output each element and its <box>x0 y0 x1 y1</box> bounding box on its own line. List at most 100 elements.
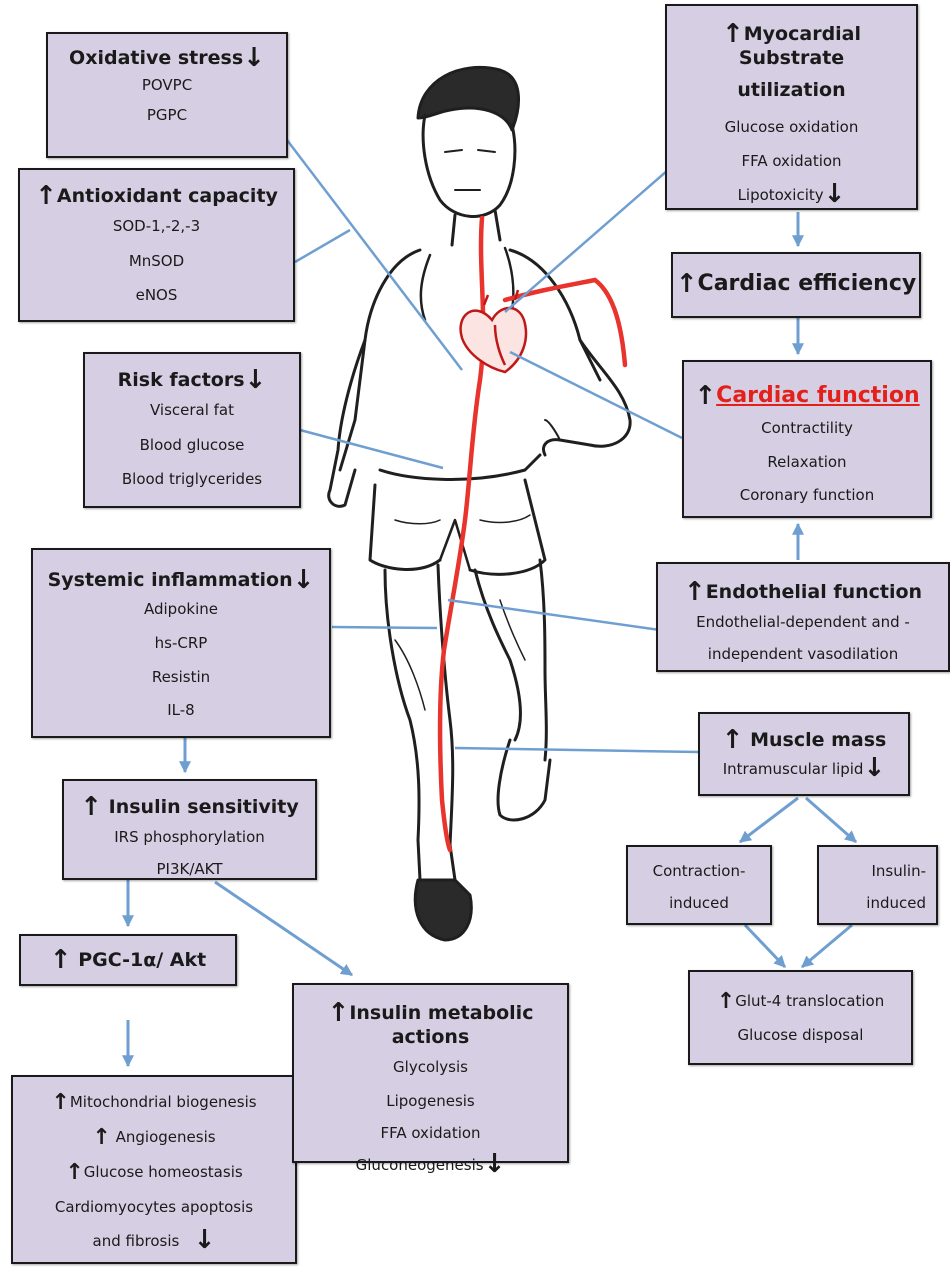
endothelial-line-2: independent vasodilation <box>658 640 948 668</box>
up-arrow-icon: ↑ <box>717 989 735 1014</box>
glucose-homeostasis-label: Glucose homeostasis <box>84 1163 243 1181</box>
insulin-induced-box: Insulin- induced <box>817 845 938 925</box>
systemic-inflammation-box: Systemic inflammation↓ Adipokine hs-CRP … <box>31 548 331 738</box>
contraction-induced-box: Contraction- induced <box>626 845 772 925</box>
antioxidant-label: Antioxidant capacity <box>57 185 278 207</box>
myocardial-item-ffa-oxidation: FFA oxidation <box>667 144 916 178</box>
down-arrow-icon: ↓ <box>245 365 267 395</box>
down-arrow-icon: ↓ <box>293 565 315 595</box>
endothelial-label: Endothelial function <box>706 581 922 603</box>
inflammation-item-adipokine: Adipokine <box>33 592 329 626</box>
inflammation-item-il8: IL-8 <box>33 694 329 726</box>
cardiac-function-box: ↑Cardiac function Contractility Relaxati… <box>682 360 932 518</box>
up-arrow-icon: ↑ <box>684 577 706 607</box>
endothelial-line-1: Endothelial-dependent and - <box>658 604 948 640</box>
insulin-sensitivity-box: ↑ Insulin sensitivity IRS phosphorylatio… <box>62 779 317 880</box>
mitochondrial-line-4: Cardiomyocytes apoptosis <box>13 1190 295 1224</box>
mitochondrial-biogenesis-label: Mitochondrial biogenesis <box>70 1093 257 1111</box>
cardiac-function-label: Cardiac function <box>716 383 919 408</box>
up-arrow-icon: ↑ <box>722 19 744 49</box>
risk-item-blood-triglycerides: Blood triglycerides <box>85 462 299 496</box>
metabolic-item-ffa-oxidation: FFA oxidation <box>294 1117 567 1149</box>
pgc-title: ↑ PGC-1α/ Akt <box>21 948 235 972</box>
insulin-induced-line-1: Insulin- <box>819 855 936 887</box>
antioxidant-item-sod: SOD-1,-2,-3 <box>20 208 293 244</box>
contraction-line-2: induced <box>628 887 770 919</box>
up-arrow-icon: ↑ <box>51 1090 69 1115</box>
oxidative-stress-title: Oxidative stress↓ <box>48 46 286 70</box>
antioxidant-item-enos: eNOS <box>20 278 293 312</box>
oxidative-item-pgpc: PGPC <box>48 100 286 130</box>
myocardial-title-2: utilization <box>667 70 916 110</box>
metabolic-item-lipogenesis: Lipogenesis <box>294 1085 567 1117</box>
insulin-metabolic-label: Insulin metabolic actions <box>349 1002 533 1048</box>
cardiac-item-relaxation: Relaxation <box>684 446 930 478</box>
down-arrow-icon: ↓ <box>194 1225 216 1255</box>
systemic-inflammation-title: Systemic inflammation↓ <box>33 568 329 592</box>
up-arrow-icon: ↑ <box>80 792 102 822</box>
up-arrow-icon: ↑ <box>722 725 744 755</box>
insulin-metabolic-box: ↑Insulin metabolic actions Glycolysis Li… <box>292 983 569 1163</box>
oxidative-item-povpc: POVPC <box>48 70 286 100</box>
risk-item-blood-glucose: Blood glucose <box>85 428 299 462</box>
myocardial-item-lipotoxicity: Lipotoxicity↓ <box>667 178 916 212</box>
pgc-box: ↑ PGC-1α/ Akt <box>19 934 237 986</box>
mitochondrial-line-2: ↑ Angiogenesis <box>13 1120 295 1155</box>
up-arrow-icon: ↑ <box>92 1125 110 1150</box>
down-arrow-icon: ↓ <box>484 1149 506 1179</box>
risk-factors-box: Risk factors↓ Visceral fat Blood glucose… <box>83 352 301 508</box>
insulin-item-pi3k: PI3K/AKT <box>64 855 315 883</box>
muscle-mass-title: ↑ Muscle mass <box>700 728 908 752</box>
muscle-mass-label: Muscle mass <box>750 729 886 751</box>
glut4-line-2: Glucose disposal <box>690 1019 911 1051</box>
insulin-metabolic-title: ↑Insulin metabolic actions <box>294 1001 567 1049</box>
glut4-translocation-label: Glut-4 translocation <box>735 992 884 1010</box>
muscle-mass-box: ↑ Muscle mass Intramuscular lipid↓ <box>698 712 910 796</box>
myocardial-substrate-box: ↑Myocardial Substrate utilization Glucos… <box>665 4 918 210</box>
antioxidant-item-mnsod: MnSOD <box>20 244 293 278</box>
mitochondrial-box: ↑Mitochondrial biogenesis ↑ Angiogenesis… <box>11 1075 297 1264</box>
up-arrow-icon: ↑ <box>676 269 698 299</box>
myocardial-title-1: ↑Myocardial Substrate <box>667 22 916 70</box>
down-arrow-icon: ↓ <box>863 753 885 783</box>
glut4-line-1: ↑Glut-4 translocation <box>690 984 911 1019</box>
insulin-induced-line-2: induced <box>819 887 936 919</box>
intramuscular-lipid-label: Intramuscular lipid <box>723 760 864 778</box>
insulin-item-irs: IRS phosphorylation <box>64 819 315 855</box>
systemic-inflammation-label: Systemic inflammation <box>48 569 293 591</box>
gluconeogenesis-label: Gluconeogenesis <box>356 1156 484 1174</box>
down-arrow-icon: ↓ <box>243 43 265 73</box>
up-arrow-icon: ↑ <box>50 945 72 975</box>
up-arrow-icon: ↑ <box>65 1160 83 1185</box>
cardiac-efficiency-box: ↑Cardiac efficiency <box>671 252 921 318</box>
mitochondrial-line-5: and fibrosis ↓ <box>13 1224 295 1258</box>
endothelial-title: ↑Endothelial function <box>658 580 948 604</box>
myocardial-item-glucose-oxidation: Glucose oxidation <box>667 110 916 144</box>
cardiac-item-contractility: Contractility <box>684 410 930 446</box>
cardiac-function-title: ↑Cardiac function <box>684 382 930 410</box>
metabolic-item-gluconeogenesis: Gluconeogenesis↓ <box>294 1149 567 1181</box>
pgc-label: PGC-1α/ Akt <box>78 949 206 971</box>
inflammation-item-resistin: Resistin <box>33 660 329 694</box>
mitochondrial-line-1: ↑Mitochondrial biogenesis <box>13 1085 295 1120</box>
oxidative-stress-box: Oxidative stress↓ POVPC PGPC <box>46 32 288 158</box>
lipotoxicity-label: Lipotoxicity <box>738 186 824 204</box>
risk-factors-label: Risk factors <box>118 369 245 391</box>
angiogenesis-label: Angiogenesis <box>116 1128 216 1146</box>
muscle-item-intramuscular-lipid: Intramuscular lipid↓ <box>700 752 908 786</box>
oxidative-stress-label: Oxidative stress <box>69 47 243 69</box>
endothelial-function-box: ↑Endothelial function Endothelial-depend… <box>656 562 950 672</box>
runner-illustration <box>329 67 630 940</box>
myocardial-title-label: Myocardial Substrate <box>739 23 861 69</box>
metabolic-item-glycolysis: Glycolysis <box>294 1049 567 1085</box>
cardiac-efficiency-title: ↑Cardiac efficiency <box>673 270 919 298</box>
fibrosis-label: and fibrosis <box>93 1232 180 1250</box>
risk-item-visceral-fat: Visceral fat <box>85 392 299 428</box>
risk-factors-title: Risk factors↓ <box>85 368 299 392</box>
mitochondrial-line-3: ↑Glucose homeostasis <box>13 1155 295 1190</box>
insulin-sensitivity-title: ↑ Insulin sensitivity <box>64 795 315 819</box>
up-arrow-icon: ↑ <box>694 381 716 411</box>
up-arrow-icon: ↑ <box>328 998 350 1028</box>
antioxidant-title: ↑Antioxidant capacity <box>20 184 293 208</box>
antioxidant-capacity-box: ↑Antioxidant capacity SOD-1,-2,-3 MnSOD … <box>18 168 295 322</box>
